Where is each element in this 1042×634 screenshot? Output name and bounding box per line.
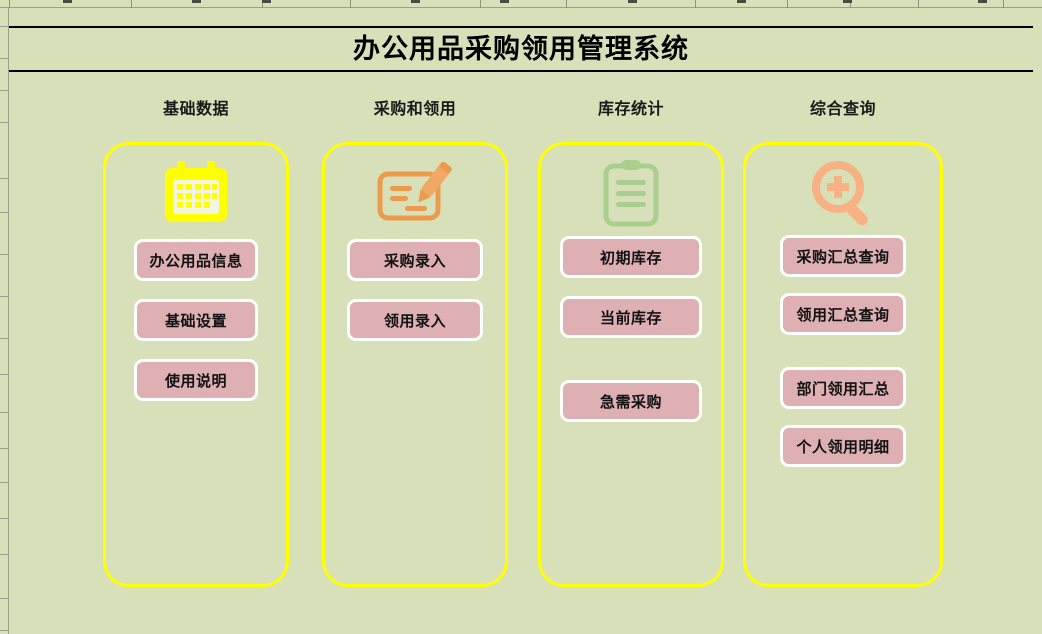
panel-purchase-and-requisition: 采购录入 领用录入 [322, 142, 508, 587]
button-department-requisition-summary[interactable]: 部门领用汇总 [780, 367, 906, 409]
button-personal-requisition-detail[interactable]: 个人领用明细 [780, 425, 906, 467]
page-title: 办公用品采购领用管理系统 [353, 33, 689, 65]
module-column-comprehensive-query: 综合查询 采购汇总查询 领用汇总查询 部门领用汇总 个人领用明细 [743, 95, 943, 587]
button-stack-inventory-statistics: 初期库存 当前库存 急需采购 [541, 236, 721, 440]
note-pen-icon [377, 157, 453, 229]
button-office-supply-info[interactable]: 办公用品信息 [134, 239, 258, 281]
module-columns: 基础数据 [0, 95, 1042, 595]
panel-basic-data: 办公用品信息 基础设置 使用说明 [103, 142, 289, 587]
module-column-basic-data: 基础数据 [103, 95, 289, 587]
button-stack-purchase-and-requisition: 采购录入 领用录入 [325, 239, 505, 359]
calendar-icon [163, 157, 229, 229]
button-urgent-purchase[interactable]: 急需采购 [560, 380, 702, 422]
column-header-basic-data: 基础数据 [162, 99, 229, 118]
spreadsheet-column-header-strip [0, 0, 1042, 8]
button-requisition-summary-query[interactable]: 领用汇总查询 [780, 293, 906, 335]
button-stack-comprehensive-query: 采购汇总查询 领用汇总查询 部门领用汇总 个人领用明细 [746, 235, 940, 483]
magnifier-plus-icon [809, 157, 877, 229]
panel-comprehensive-query: 采购汇总查询 领用汇总查询 部门领用汇总 个人领用明细 [743, 142, 943, 587]
column-header-comprehensive-query: 综合查询 [809, 99, 876, 118]
button-purchase-entry[interactable]: 采购录入 [347, 239, 483, 281]
panel-inventory-statistics: 初期库存 当前库存 急需采购 [538, 142, 724, 587]
button-basic-settings[interactable]: 基础设置 [134, 299, 258, 341]
button-usage-instructions[interactable]: 使用说明 [134, 359, 258, 401]
button-current-inventory[interactable]: 当前库存 [560, 296, 702, 338]
module-column-inventory-statistics: 库存统计 初期库存 当前库存 急需采购 [538, 95, 724, 587]
button-stack-basic-data: 办公用品信息 基础设置 使用说明 [106, 239, 286, 419]
column-header-purchase-and-requisition: 采购和领用 [373, 99, 457, 118]
button-purchase-summary-query[interactable]: 采购汇总查询 [780, 235, 906, 277]
button-initial-inventory[interactable]: 初期库存 [560, 236, 702, 278]
page-title-bar: 办公用品采购领用管理系统 [9, 26, 1033, 72]
clipboard-icon [602, 157, 660, 229]
column-header-inventory-statistics: 库存统计 [597, 99, 664, 118]
button-requisition-entry[interactable]: 领用录入 [347, 299, 483, 341]
module-column-purchase-and-requisition: 采购和领用 采购录入 [322, 95, 508, 587]
spreadsheet-row-header-strip [0, 8, 9, 634]
